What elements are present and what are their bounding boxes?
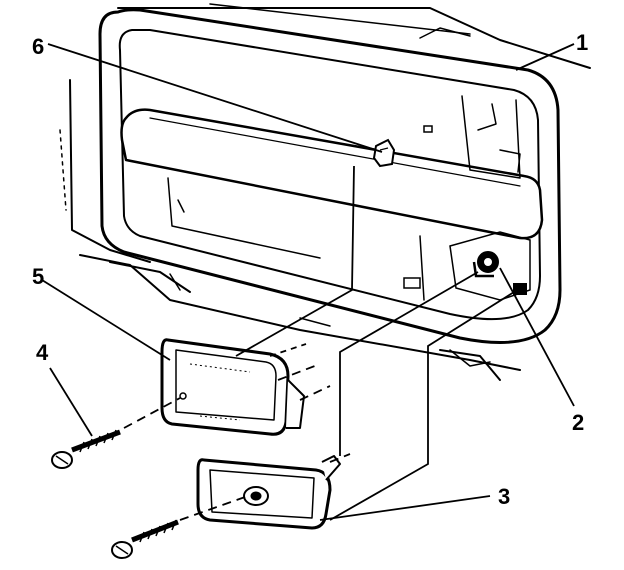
retainer-clip [372,125,433,168]
callout-leaders [41,43,575,521]
alignment-lines [123,165,515,521]
callout-1: 1 [576,30,588,55]
turn-signal-lamp [196,455,341,530]
callout-5: 5 [32,264,44,289]
vehicle-body [59,3,591,381]
callout-4: 4 [36,340,49,365]
side-marker-lamp [160,338,305,436]
screw-upper [51,429,121,469]
bulb-socket [403,231,531,301]
callout-labels: 1 2 3 4 5 6 [32,30,588,509]
screw-lower [111,519,179,559]
callout-3: 3 [498,484,510,509]
callout-6: 6 [32,34,44,59]
callout-2: 2 [572,410,584,435]
headlamp-bezel [98,8,562,367]
